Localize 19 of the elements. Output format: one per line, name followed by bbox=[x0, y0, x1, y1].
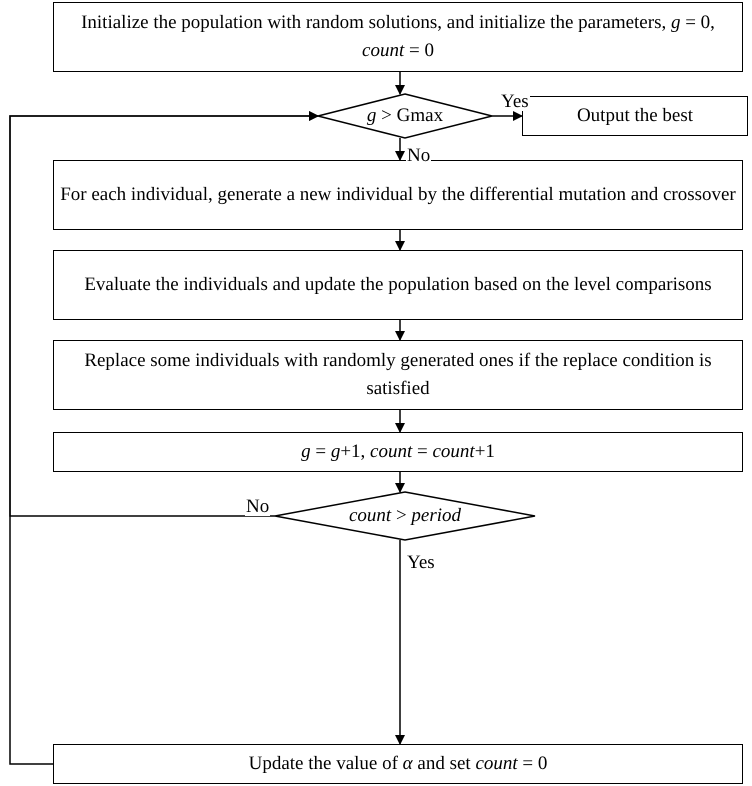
arrow bbox=[395, 410, 405, 433]
edge-label: Yes bbox=[500, 92, 530, 111]
arrow bbox=[395, 72, 405, 95]
process-box: Evaluate the individuals and update the population based on the level comparisons bbox=[53, 250, 743, 320]
process-box: Initialize the population with random solutions, and initialize the parameters, g = 0, count = 0 bbox=[53, 2, 743, 72]
arrow bbox=[395, 138, 405, 161]
arrow bbox=[9, 111, 319, 765]
arrow bbox=[395, 320, 405, 341]
process-box: Update the value of α and set count = 0 bbox=[53, 744, 743, 784]
arrow bbox=[492, 111, 523, 121]
condition-text: g > Gmax bbox=[366, 105, 444, 127]
process-box: For each individual, generate a new individual by the differential mutation and crossover bbox=[53, 160, 743, 230]
arrow bbox=[395, 472, 405, 493]
condition-text: count > period bbox=[348, 505, 462, 527]
process-box: g = g+1, count = count+1 bbox=[53, 432, 743, 472]
edge-label: No bbox=[245, 497, 270, 516]
arrow bbox=[395, 230, 405, 251]
process-box: Replace some individuals with randomly generated ones if the replace condition is satisfied bbox=[53, 340, 743, 410]
arrow bbox=[395, 540, 405, 745]
